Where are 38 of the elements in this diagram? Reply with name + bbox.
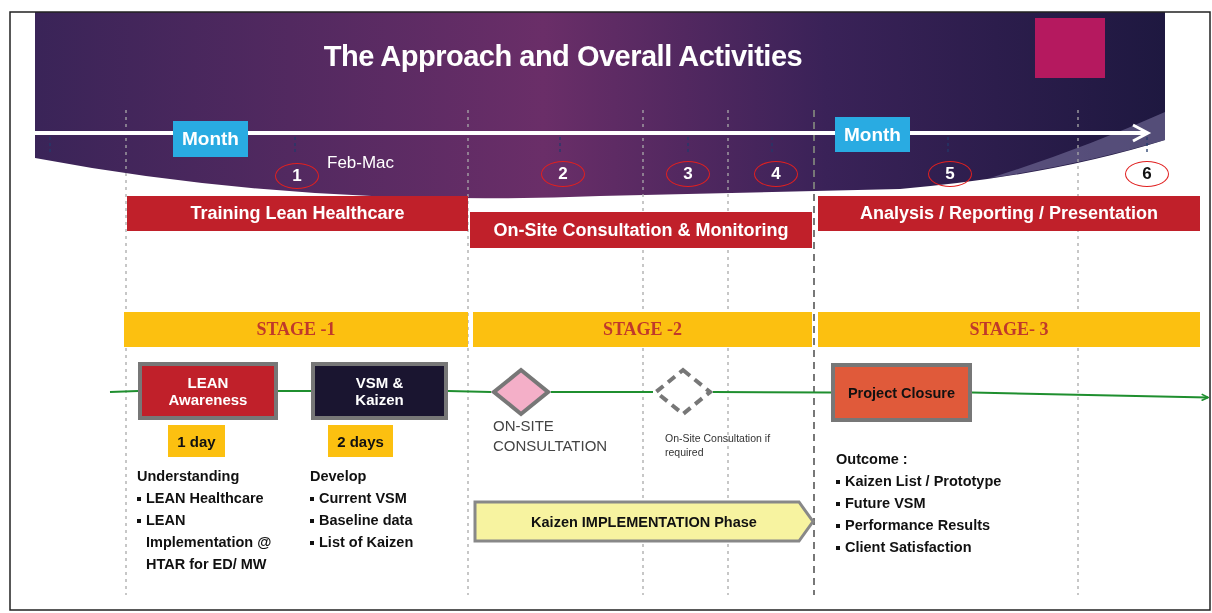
diagram-title: The Approach and Overall Activities <box>322 40 804 73</box>
list-heading: Understanding <box>137 467 241 486</box>
decision-diamond <box>653 367 713 417</box>
bullet-text: Baseline data <box>319 511 414 530</box>
connector-line <box>712 391 832 394</box>
process-box: VSM & Kaizen <box>311 362 448 420</box>
decision-diamond <box>491 367 551 417</box>
phase-bar: On-Site Consultation & Monitoring <box>470 212 812 248</box>
month-tag: Month <box>835 117 910 152</box>
phase-bar: Analysis / Reporting / Presentation <box>818 196 1200 231</box>
process-box: Project Closure <box>831 363 972 422</box>
connector-line <box>447 390 492 393</box>
bullet-text: Client Satisfaction <box>845 538 973 557</box>
connector-line <box>109 390 139 393</box>
process-box: LEAN Awareness <box>138 362 278 420</box>
duration-tag: 2 days <box>328 425 393 457</box>
date-label: Feb-Mac <box>327 152 396 174</box>
bullet-text: List of Kaizen <box>319 533 415 552</box>
phase-bar: Training Lean Healthcare <box>127 196 468 231</box>
duration-tag: 1 day <box>168 425 225 457</box>
node-caption: ON-SITE CONSULTATION <box>493 416 609 455</box>
month-tag: Month <box>173 121 248 157</box>
stage-bar: STAGE -1 <box>124 312 468 347</box>
bullet-text: Kaizen List / Prototype <box>845 472 1003 491</box>
stage-bar: STAGE -2 <box>473 312 812 347</box>
bullet-text: LEAN Implementation @ HTAR for ED/ MW <box>146 511 273 574</box>
step-number: 6 <box>1125 161 1169 187</box>
connector-line <box>550 391 654 393</box>
connector-line <box>277 390 312 392</box>
list-heading: Develop <box>310 467 368 486</box>
bullet-text: LEAN Healthcare <box>146 489 265 508</box>
connector-line <box>971 391 1209 402</box>
bullet-text: Current VSM <box>319 489 408 508</box>
bullet-text: Future VSM <box>845 494 927 513</box>
bullet-text: Performance Results <box>845 516 992 535</box>
list-heading: Outcome : <box>836 450 909 469</box>
stage-bar: STAGE- 3 <box>818 312 1200 347</box>
node-caption: On-Site Consultation if required <box>665 432 772 460</box>
